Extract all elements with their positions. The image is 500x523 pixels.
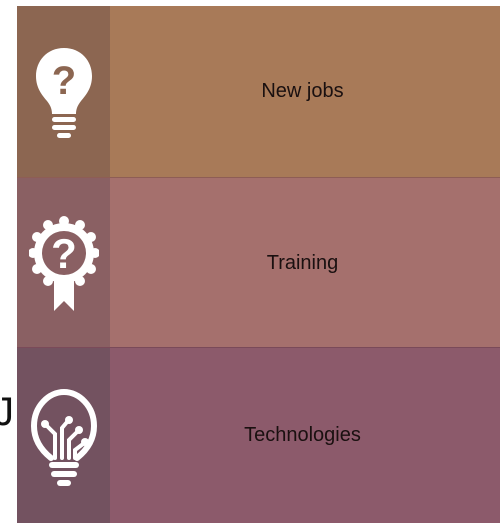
menu-item-technologies[interactable]: Technologies — [17, 347, 500, 523]
menu-item-label: Training — [266, 251, 339, 274]
menu-item-icon-cell: ? — [17, 178, 110, 348]
clipped-text-fragment-left: J — [0, 390, 14, 434]
menu-item-label: New jobs — [261, 80, 344, 102]
svg-text:?: ? — [51, 230, 77, 277]
svg-text:?: ? — [51, 59, 75, 103]
menu-item-new-jobs[interactable]: ? New jobs — [17, 6, 500, 177]
menu-item-training[interactable]: ? Training — [17, 177, 500, 348]
circuit-lightbulb-icon — [30, 388, 97, 486]
menu-item-icon-cell: ? — [17, 6, 110, 177]
menu-item-icon-cell — [17, 348, 110, 523]
lightbulb-question-icon: ? — [35, 47, 92, 138]
award-ribbon-question-icon: ? — [28, 216, 99, 311]
menu-item-label: Technologies — [244, 424, 361, 446]
category-menu: ? New jobs — [17, 6, 500, 523]
